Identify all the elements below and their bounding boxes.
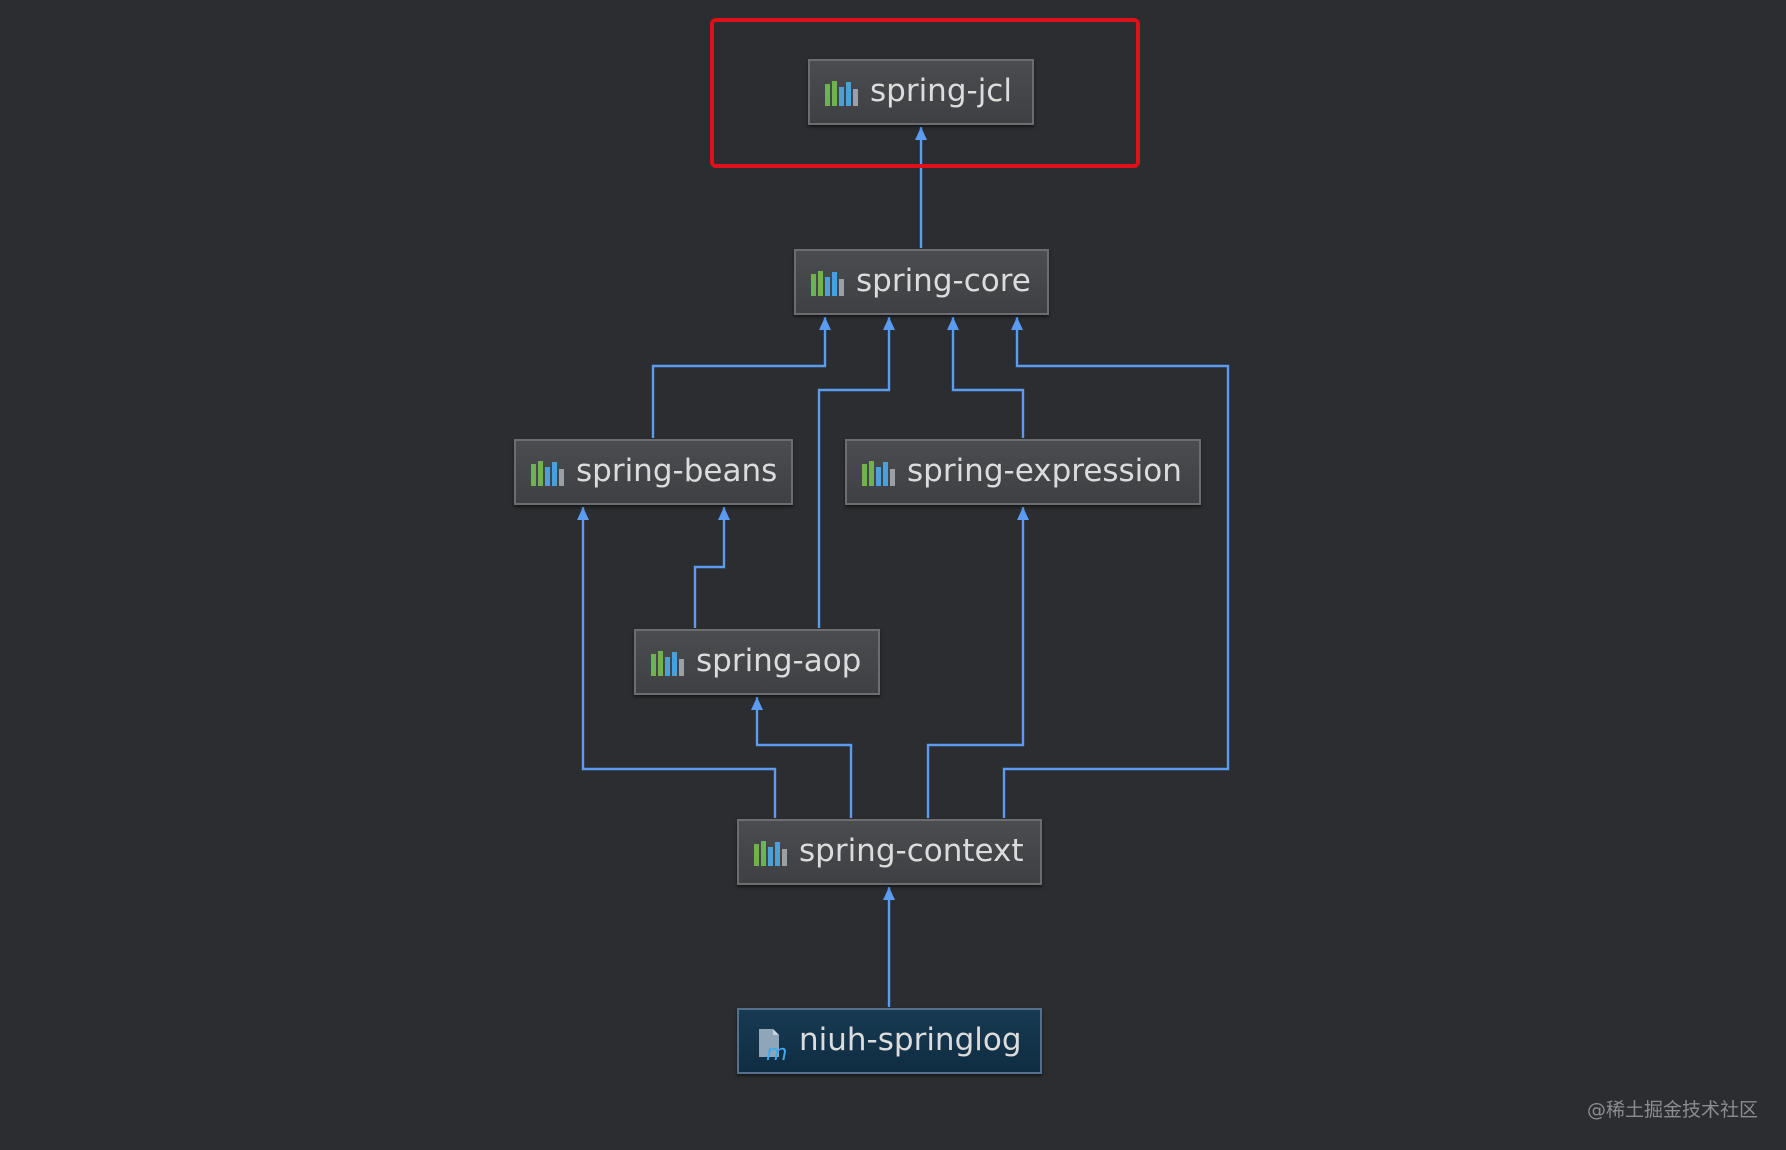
edge-niuh-springlog-to-spring-context — [883, 887, 895, 1007]
edge-spring-aop-to-spring-core — [817, 317, 895, 628]
arrow-head — [883, 887, 895, 900]
node-label: spring-core — [856, 263, 1031, 299]
edge-spring-context-to-spring-expression — [926, 507, 1029, 818]
node-label: spring-context — [799, 833, 1024, 869]
library-bars-icon — [753, 838, 789, 866]
edge-spring-beans-to-spring-core — [651, 317, 831, 438]
node-spring-expression[interactable]: spring-expression — [845, 439, 1201, 505]
library-bars-icon — [824, 78, 860, 106]
arrow-head — [1017, 507, 1029, 520]
arrow-head — [819, 317, 831, 330]
edge-spring-aop-to-spring-beans — [693, 507, 730, 628]
edge-spring-context-to-spring-aop — [751, 697, 853, 818]
library-bars-icon — [810, 268, 846, 296]
svg-text:m: m — [766, 1041, 787, 1061]
watermark: @稀土掘金技术社区 — [1586, 1099, 1758, 1121]
node-spring-aop[interactable]: spring-aop — [634, 629, 880, 695]
library-bars-icon — [650, 648, 686, 676]
library-bars-icon — [530, 458, 566, 486]
arrow-head — [751, 697, 763, 710]
node-label: spring-expression — [907, 453, 1182, 489]
node-spring-core[interactable]: spring-core — [794, 249, 1049, 315]
node-niuh-springlog[interactable]: m niuh-springlog — [737, 1008, 1042, 1074]
arrow-head — [577, 507, 589, 520]
arrow-head — [883, 317, 895, 330]
arrow-head — [718, 507, 730, 520]
edge-spring-context-to-spring-core — [1002, 317, 1230, 818]
arrow-head — [915, 127, 927, 140]
arrow-head — [1011, 317, 1023, 330]
node-spring-beans[interactable]: spring-beans — [514, 439, 793, 505]
node-label: spring-jcl — [870, 73, 1012, 109]
arrow-head — [947, 317, 959, 330]
highlight-box — [710, 18, 1140, 168]
node-label: niuh-springlog — [799, 1022, 1022, 1058]
node-spring-context[interactable]: spring-context — [737, 819, 1042, 885]
edge-spring-expression-to-spring-core — [947, 317, 1025, 438]
node-label: spring-beans — [576, 453, 778, 489]
node-spring-jcl[interactable]: spring-jcl — [808, 59, 1034, 125]
library-bars-icon — [861, 458, 897, 486]
node-label: spring-aop — [696, 643, 862, 679]
maven-module-icon: m — [753, 1027, 789, 1066]
edge-spring-context-to-spring-beans — [577, 507, 777, 818]
edge-spring-core-to-spring-jcl — [915, 127, 927, 248]
